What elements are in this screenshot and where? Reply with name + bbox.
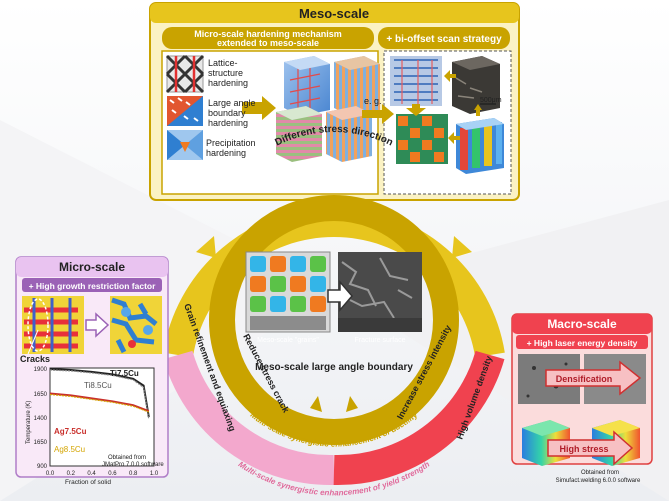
dendrite-image-left bbox=[22, 296, 84, 354]
ytick-1650b: 1650 bbox=[34, 440, 48, 446]
xtick-label-2: 0.4 bbox=[87, 471, 96, 477]
stripe-cube bbox=[334, 56, 380, 116]
fracture-surface-image bbox=[338, 252, 422, 332]
boundary-label: Meso-scale large angle boundary bbox=[255, 362, 413, 373]
eg-label: e. g. bbox=[364, 96, 382, 106]
ytick-1900: 1900 bbox=[34, 367, 48, 373]
arrow-head-left bbox=[196, 236, 216, 258]
high-stress-label: High stress bbox=[559, 444, 608, 454]
equiaxed-image-right bbox=[110, 296, 162, 354]
xtick-label-4: 0.8 bbox=[129, 471, 138, 477]
micro-title: Micro-scale bbox=[59, 260, 125, 274]
chart-xtick-group: 0.0 0.2 0.4 0.6 0.8 1.0 bbox=[46, 471, 159, 477]
macro-density-banner bbox=[516, 335, 648, 349]
high-stress-arrow bbox=[547, 430, 634, 466]
grain-map bbox=[396, 114, 448, 164]
lab-label-1: Large angle bbox=[208, 98, 256, 108]
series-line-0 bbox=[49, 368, 150, 418]
arrow-head-right bbox=[452, 236, 472, 258]
scan-pattern-image bbox=[390, 56, 442, 106]
meso-title: Meso-scale bbox=[299, 6, 369, 21]
arrow-up-cube bbox=[474, 104, 482, 116]
micro-factor-label: + High growth restriction factor bbox=[29, 281, 156, 291]
ytick-900: 900 bbox=[37, 464, 48, 470]
xtick-label-0: 0.0 bbox=[46, 471, 55, 477]
precipitation-icon bbox=[167, 130, 203, 160]
micro-source-2: JMatPro 7.0.0 software bbox=[102, 462, 164, 468]
precip-cube bbox=[326, 106, 372, 162]
lab-label-3: hardening bbox=[208, 118, 248, 128]
mechanism-banner bbox=[162, 27, 374, 49]
printed-cube-photo bbox=[452, 56, 500, 114]
xtick-label-3: 0.6 bbox=[108, 471, 117, 477]
mechanism-line2: extended to meso-scale bbox=[217, 38, 319, 48]
macro-title-bar bbox=[512, 314, 652, 334]
arrow-head-inner-right bbox=[346, 396, 358, 412]
arrow-right-meso bbox=[242, 96, 276, 120]
lattice-cube bbox=[284, 56, 330, 116]
strategy-label: + bi-offset scan strategy bbox=[386, 34, 502, 45]
precip-label-2: hardening bbox=[206, 148, 246, 158]
macro-density-label: + High laser energy density bbox=[527, 338, 638, 348]
ytick-1400: 1400 bbox=[34, 416, 48, 422]
lab-cube bbox=[276, 106, 322, 162]
alloy-ag85: Ag8.5Cu bbox=[54, 445, 85, 454]
macro-source-1: Obtained from bbox=[581, 470, 619, 476]
lattice-label-2: structure bbox=[208, 68, 243, 78]
chart-series-group bbox=[49, 368, 150, 420]
arrow-head-inner-left bbox=[310, 396, 322, 412]
alloy-ag75: Ag7.5Cu bbox=[54, 427, 87, 436]
meso-title-bar bbox=[150, 3, 519, 23]
arrow-grains-to-fracture bbox=[327, 279, 353, 313]
series-line-2 bbox=[49, 392, 150, 413]
densification-label: Densification bbox=[556, 374, 613, 384]
large-angle-boundary-icon bbox=[167, 96, 203, 126]
cracks-label: Cracks bbox=[20, 354, 50, 364]
strategy-banner bbox=[378, 27, 510, 49]
arrow-right-eg bbox=[362, 104, 394, 124]
xtick-label-5: 1.0 bbox=[150, 471, 159, 477]
macro-source-2: Simufact.welding 6.0.0 software bbox=[556, 478, 641, 484]
macro-title: Macro-scale bbox=[547, 317, 617, 331]
outer-ring bbox=[163, 207, 505, 486]
lattice-icon bbox=[165, 54, 205, 94]
lab-label-2: boundary bbox=[208, 108, 246, 118]
ytick-1650a: 1650 bbox=[34, 392, 48, 398]
chart-xlabel: Fraction of solid bbox=[65, 479, 111, 486]
fracture-label: Fracture surface bbox=[355, 337, 406, 344]
crack-pointer bbox=[27, 329, 39, 355]
alloy-ti85: Ti8.5Cu bbox=[84, 381, 112, 390]
arrow-down-strategy bbox=[406, 104, 426, 116]
series-line-1 bbox=[49, 369, 150, 420]
arrow-to-bar-cube bbox=[448, 132, 460, 144]
xtick-label-1: 0.2 bbox=[67, 471, 76, 477]
micro-chart-frame bbox=[49, 367, 155, 467]
micro-source-1: Obtained from bbox=[108, 455, 146, 461]
micro-factor-banner bbox=[22, 278, 162, 292]
colored-bar-cube bbox=[456, 118, 504, 174]
scalebar-label: 500μm bbox=[480, 97, 502, 104]
densification-arrow bbox=[545, 360, 642, 396]
lattice-label-1: Lattice- bbox=[208, 58, 238, 68]
mechanism-line1: Micro-scale hardening mechanism bbox=[194, 29, 342, 39]
inner-ring bbox=[209, 195, 459, 445]
lattice-label-3: hardening bbox=[208, 78, 248, 88]
chart-ylabel: Temperature (K) bbox=[26, 401, 32, 444]
meso-grains-image bbox=[245, 251, 331, 333]
grains-label: Meso-scale "grains" bbox=[257, 337, 319, 344]
micro-title-bar bbox=[16, 257, 168, 277]
alloy-ti75: Ti7.5Cu bbox=[110, 369, 139, 378]
arrow-micro bbox=[85, 312, 110, 338]
precip-label-1: Precipitation bbox=[206, 138, 256, 148]
arrow-to-photo bbox=[444, 70, 456, 82]
